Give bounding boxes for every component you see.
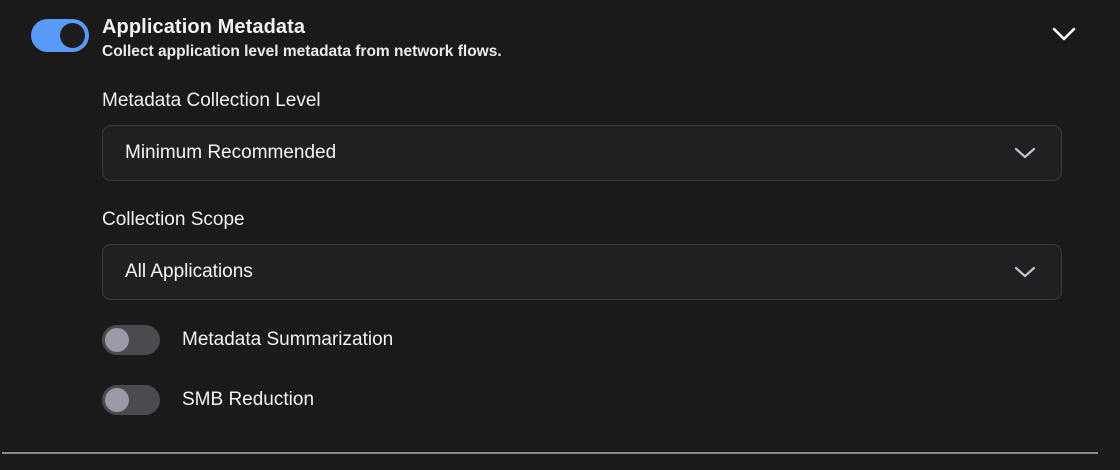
- panel-body: Metadata Collection Level Minimum Recomm…: [102, 88, 1062, 445]
- metadata-summarization-row: Metadata Summarization: [102, 325, 1062, 355]
- page-title: Application Metadata: [102, 16, 306, 38]
- toggle-knob: [60, 23, 85, 48]
- smb-reduction-label: SMB Reduction: [182, 389, 315, 410]
- header-toggle-container: [0, 14, 102, 52]
- section-divider: [2, 452, 1098, 454]
- smb-reduction-toggle[interactable]: [102, 385, 160, 415]
- page-subtitle: Collect application level metadata from …: [102, 43, 502, 60]
- chevron-down-icon: [1014, 266, 1036, 278]
- collection-scope-value: All Applications: [125, 261, 253, 282]
- collection-scope-label: Collection Scope: [102, 209, 245, 230]
- panel-header: Application Metadata Collect application…: [0, 14, 1120, 70]
- spacer: [102, 181, 1062, 207]
- collection-scope-select[interactable]: All Applications: [102, 244, 1062, 300]
- metadata-collection-level-chevron[interactable]: [997, 146, 1053, 160]
- collapse-panel-button[interactable]: [1034, 14, 1094, 42]
- chevron-down-icon: [1014, 147, 1036, 159]
- metadata-summarization-toggle[interactable]: [102, 325, 160, 355]
- smb-reduction-row: SMB Reduction: [102, 385, 1062, 415]
- toggle-knob: [105, 328, 129, 352]
- application-metadata-toggle[interactable]: [31, 19, 89, 52]
- toggle-knob: [105, 388, 129, 412]
- metadata-collection-level-label: Metadata Collection Level: [102, 90, 321, 111]
- metadata-collection-level-value: Minimum Recommended: [125, 142, 337, 163]
- metadata-collection-level-select[interactable]: Minimum Recommended: [102, 125, 1062, 181]
- collection-scope-chevron[interactable]: [997, 265, 1053, 279]
- header-text-block: Application Metadata Collect application…: [102, 14, 1034, 63]
- spacer: [102, 300, 1062, 325]
- chevron-down-icon: [1052, 27, 1076, 41]
- metadata-summarization-label: Metadata Summarization: [182, 329, 394, 350]
